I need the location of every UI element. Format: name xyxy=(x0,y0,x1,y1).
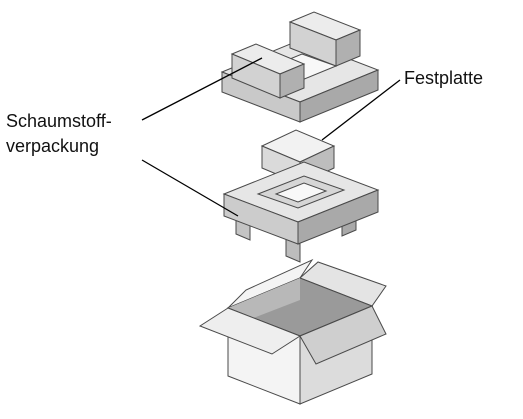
leader-lines xyxy=(141,57,401,217)
shipping-box xyxy=(198,258,387,405)
bottom-foam-right xyxy=(297,189,379,245)
top-foam-front-rail-side xyxy=(279,63,305,99)
box-left-flap xyxy=(198,307,302,355)
bottom-foam-hole xyxy=(274,182,328,203)
top-foam-base-right xyxy=(299,69,379,123)
bottom-foam-frame xyxy=(222,161,380,263)
leader-line-hard-drive xyxy=(321,79,401,141)
top-foam-insert xyxy=(220,11,380,123)
foam-packaging-label-line2: verpackung xyxy=(6,136,100,156)
hard-drive-label: Festplatte xyxy=(404,68,484,88)
leader-line-bottom-foam xyxy=(141,159,239,217)
box-interior-back xyxy=(228,278,300,324)
foam-packaging-label-line1: Schaumstoff- xyxy=(6,111,112,131)
leader-line-top-foam xyxy=(141,57,263,121)
foam-packaging-label: Schaumstoff- verpackung xyxy=(6,109,112,159)
box-front-flap xyxy=(299,305,387,365)
